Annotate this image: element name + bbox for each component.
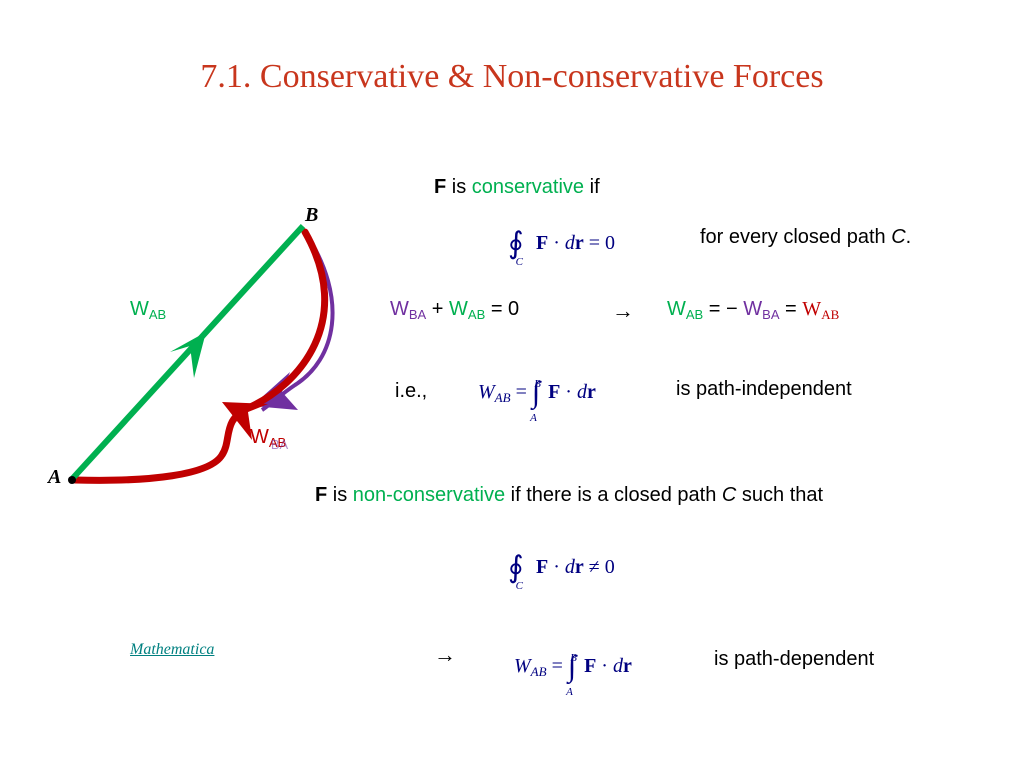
work-equality-equation: WAB = − WBA = WAB [667, 298, 840, 322]
red-arrowhead [222, 402, 268, 440]
red-path-ab [71, 228, 328, 484]
path-dependent-label: is path-dependent [714, 648, 875, 670]
page-title: 7.1. Conservative & Non-conservative For… [200, 58, 824, 95]
point-b-label: B [305, 204, 319, 226]
nonconservative-statement: F is non-conservative if there is a clos… [315, 484, 824, 506]
closed-integral-eq-zero: ∮C F · dr = 0 [508, 227, 616, 268]
mathematica-link[interactable]: Mathematica [130, 641, 215, 658]
point-a-dot [68, 476, 76, 484]
ie-label: i.e., [395, 380, 428, 402]
implies-arrow-2: → [434, 642, 456, 667]
path-independent-label: is path-independent [676, 378, 852, 400]
label-w-ba-purple: WBA [270, 436, 289, 452]
work-sum-equation: WBA + WAB = 0 [390, 298, 520, 322]
conservative-statement: F is conservative if [434, 176, 600, 198]
label-w-ab-red: WAB [250, 426, 287, 450]
green-path-ab [70, 223, 306, 481]
implies-arrow-1: → [612, 298, 634, 323]
label-w-ab-green: WAB [130, 298, 167, 322]
point-a-label: A [48, 466, 62, 488]
green-arrowhead [170, 332, 206, 378]
closed-path-condition: for every closed path C. [700, 226, 912, 248]
closed-integral-neq-zero: ∮C F · dr ≠ 0 [508, 551, 615, 592]
